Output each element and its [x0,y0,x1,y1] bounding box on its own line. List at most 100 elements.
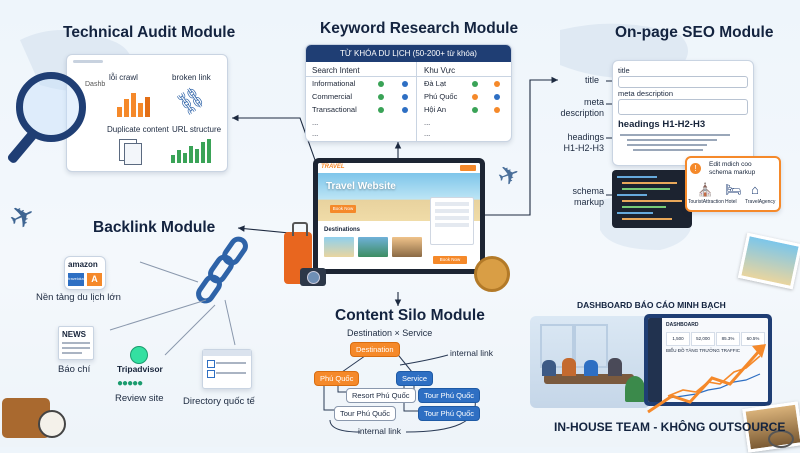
tile-broken-link: broken link [172,73,211,82]
status-dot [494,107,500,113]
arrow-to-audit [232,114,316,161]
keyword-table-header: TỪ KHÓA DU LỊCH (50-200+ từ khóa) [306,45,511,62]
info-icon: ! [690,163,701,174]
kpi-2: 52,000 [691,332,715,346]
technical-audit-dashboard: Dashb lỗi crawl broken link Duplicate co… [66,54,228,172]
magnifier-icon [16,72,86,142]
tile-duplicate-content: Duplicate content [107,125,169,134]
meta-description-field[interactable] [618,99,748,115]
rating-dots: ●●●●● [117,378,143,389]
internal-link-label-bottom: internal link [358,426,401,436]
status-dot [402,81,408,87]
arrow-to-onpage [480,76,558,216]
person-icon [562,358,576,376]
schema-code-block [612,170,692,228]
schema-item-hotel: Hotel [725,199,737,205]
silo-node-resort: Resort Phú Quốc [346,388,416,403]
silo-node-service: Service [396,371,434,386]
tablet-frame: TRAVEL Travel Website Book Now Book Now … [313,158,485,274]
plant-icon [625,376,645,402]
label-title: title [585,75,600,85]
destination-card[interactable] [392,237,422,257]
dashboard-badge: Dashb [85,81,106,88]
search-book-button[interactable]: Book Now [433,256,467,264]
region-row-5: ... [424,129,431,138]
hotel-icon: 🛏 [725,182,742,197]
clock-icon [38,410,66,438]
amazon-logo: amazon [68,260,98,269]
status-dot [378,94,384,100]
hero-book-button[interactable]: Book Now [330,205,356,213]
destination-card[interactable] [358,237,388,257]
tile-url-structure: URL structure [172,125,222,134]
footer-tagline: IN-HOUSE TEAM - KHÔNG OUTSOURCE [554,420,786,434]
status-dot [402,107,408,113]
schema-item-attraction: TouristAttraction [688,199,724,205]
dashboard-screen-title: DASHBOARD [666,322,699,328]
silo-node-phu-quoc: Phú Quốc [314,371,360,386]
booking-panel [430,197,474,245]
technical-audit-title: Technical Audit Module [63,24,236,41]
crawl-bar-chart-icon [115,89,151,117]
person-icon [542,360,556,376]
status-dot [378,81,384,87]
status-dot [494,81,500,87]
col-region: Khu Vực [424,66,456,75]
region-row-3: Hội An [424,105,447,114]
person-icon [584,360,598,376]
directory-card [202,349,252,389]
schema-item-agency: TravelAgency [745,199,776,205]
region-row-1: Đà Lạt [424,79,447,88]
kpi-4: 60.5% [741,332,765,346]
status-dot [494,94,500,100]
label-travel-platforms: Nền tảng du lịch lớn [36,292,121,303]
intent-row-1: Informational [312,79,356,88]
tile-crawl-errors: lỗi crawl [109,73,138,82]
label-review-site: Review site [115,393,164,404]
region-row-4: ... [424,118,431,127]
silo-node-destination: Destination [350,342,400,357]
status-dot [378,107,384,113]
onpage-editor: title meta description headings H1-H2-H3 [612,60,754,166]
silo-node-tour-right-2: Tour Phú Quốc [418,406,481,421]
status-dot [402,94,408,100]
chain-icon [196,236,248,304]
office-scene [530,316,650,408]
hero-title: Travel Website [326,181,396,192]
destinations-heading: Destinations [324,227,361,233]
silo-internal-link [399,354,449,366]
site-logo: TRAVEL [321,164,345,170]
status-dot [472,81,478,87]
status-dot [472,94,478,100]
platform-logo: A [87,273,102,286]
field-meta-label: meta description [618,89,674,98]
silo-subtitle: Destination × Service [347,328,433,338]
news-card: NEWS [58,326,94,360]
person-icon [608,358,622,376]
tripadvisor-owl-icon [130,346,148,364]
destination-card[interactable] [324,237,354,257]
traffic-chart-label: BIỂU ĐỒ TĂNG TRƯỞNG TRAFFIC [666,348,740,353]
label-headings: headings H1-H2-H3 [563,132,604,153]
silo-node-tour-left: Tour Phú Quốc [334,406,397,421]
site-nav-button[interactable] [460,165,476,171]
silo-line [323,381,337,411]
traveloka-logo: traveloka [68,273,84,286]
label-meta-description: meta description [560,97,604,118]
website-screen: TRAVEL Travel Website Book Now Book Now … [318,163,480,269]
amazon-card: amazon traveloka A [64,256,106,290]
intent-row-3: Transactional [312,105,357,114]
backlink-title: Backlink Module [93,219,216,236]
kpi-3: 85.3% [716,332,740,346]
status-dot [472,107,478,113]
kpi-1: 1,500 [666,332,690,346]
title-field[interactable] [618,76,748,88]
content-silo-title: Content Silo Module [335,307,485,324]
internal-link-label-top: internal link [450,348,493,358]
compass-icon [474,256,510,292]
url-structure-chart-icon [171,139,215,163]
dashboard-title: DASHBOARD BÁO CÁO MINH BẠCH [577,300,726,310]
col-search-intent: Search Intent [312,66,360,75]
label-press: Báo chí [58,364,91,375]
